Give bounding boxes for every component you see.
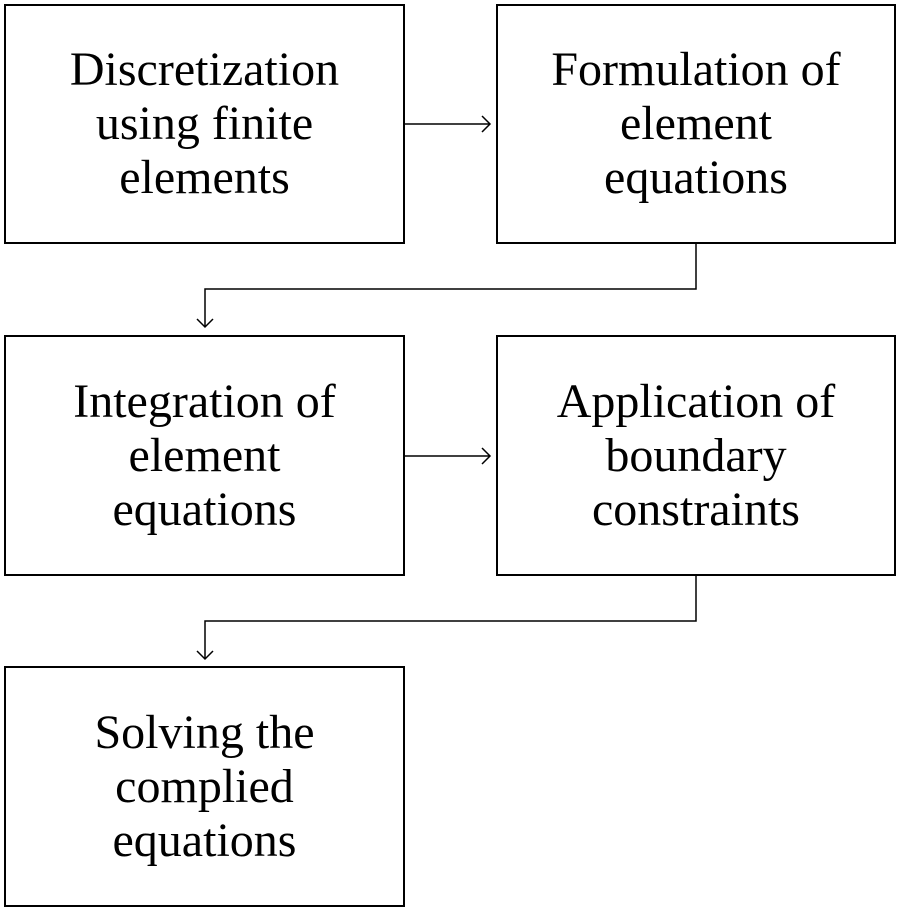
step-label-formulation: Formulation of element equations <box>551 43 841 204</box>
step-box-boundary-constraints: Application of boundary constraints <box>496 335 896 576</box>
arrow-boundary-constraints-to-solving <box>204 576 697 659</box>
step-label-discretization: Discretization using finite elements <box>69 43 340 204</box>
step-label-solving: Solving the complied equations <box>94 705 315 867</box>
arrowhead-icon <box>481 447 492 465</box>
step-box-formulation: Formulation of element equations <box>496 4 896 244</box>
step-box-solving: Solving the complied equations <box>4 666 405 907</box>
arrowhead-icon <box>196 650 214 661</box>
step-box-integration: Integration of element equations <box>4 335 405 576</box>
arrowhead-icon <box>481 115 492 133</box>
arrowhead-icon <box>196 318 214 329</box>
step-label-boundary-constraints: Application of boundary constraints <box>556 374 836 536</box>
step-label-integration: Integration of element equations <box>73 374 336 536</box>
arrow-formulation-to-integration <box>204 244 697 327</box>
step-box-discretization: Discretization using finite elements <box>4 4 405 244</box>
